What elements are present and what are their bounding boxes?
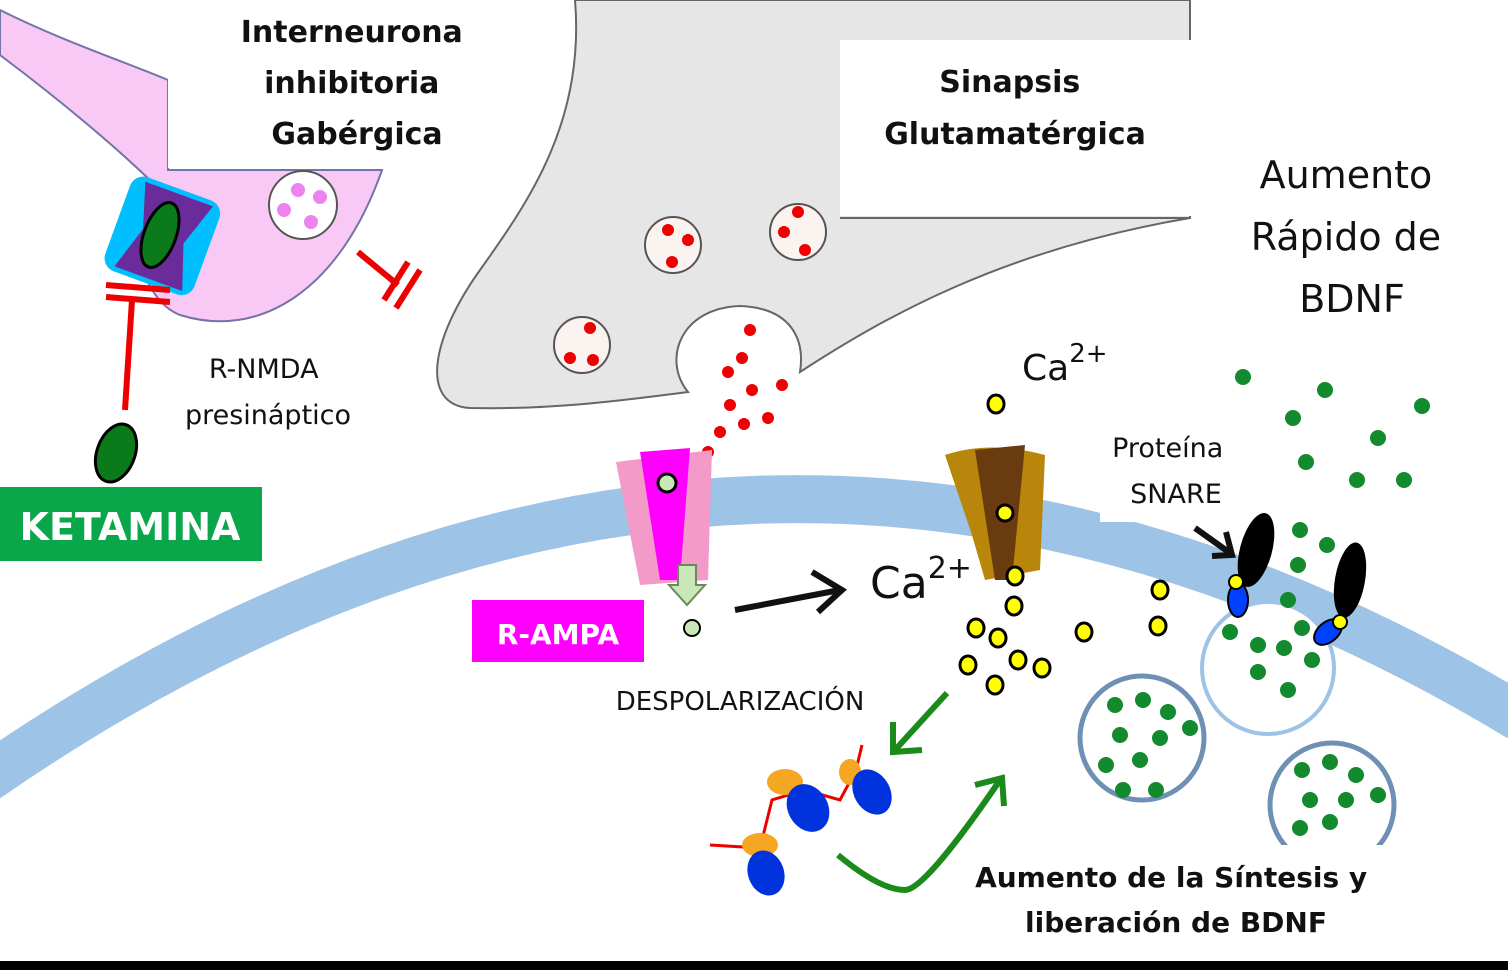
interneuron-label-box bbox=[168, 0, 540, 168]
snare-label-box bbox=[1100, 420, 1240, 522]
nmda-receptor bbox=[104, 176, 221, 296]
calcium-channel bbox=[945, 445, 1045, 580]
gabaergic-interneuron bbox=[0, 8, 384, 323]
ketamine-molecule bbox=[93, 422, 139, 484]
green-arrows bbox=[836, 690, 1007, 894]
bdnf-rapid-label: Aumento Rápido de BDNF bbox=[1251, 153, 1454, 321]
calcium-label-mid: Ca2+ bbox=[870, 551, 972, 609]
nmda-label: R-NMDA presináptico bbox=[185, 354, 351, 431]
depolarization-label: DESPOLARIZACIÓN bbox=[616, 685, 865, 717]
ketamina-label-box bbox=[0, 487, 262, 561]
glutamate-vesicles bbox=[553, 203, 827, 374]
ampa-label: R-AMPA bbox=[497, 618, 620, 651]
ampa-label-box bbox=[472, 600, 644, 662]
snare-label: Proteína SNARE bbox=[1112, 433, 1232, 510]
bottom-border bbox=[0, 961, 1508, 970]
synthesis-label: Aumento de la Síntesis y liberación de B… bbox=[975, 861, 1377, 939]
glutamate-release bbox=[702, 324, 788, 458]
synapse-label-box bbox=[840, 40, 1200, 216]
bdnf-vesicles bbox=[1077, 369, 1430, 875]
gaba-vesicle bbox=[268, 170, 338, 240]
interneuron-label: Interneurona inhibitoria Gabérgica bbox=[241, 15, 474, 152]
postsynaptic-membrane bbox=[0, 475, 1508, 799]
calcium-label-top: Ca2+ bbox=[1022, 339, 1108, 389]
depolarization-arrow bbox=[734, 569, 847, 615]
calcium-ions bbox=[958, 393, 1170, 696]
snare-proteins bbox=[1227, 513, 1367, 646]
inhibition-symbols bbox=[105, 249, 423, 411]
snare-arrow bbox=[1193, 525, 1236, 559]
ketamina-label: KETAMINA bbox=[20, 505, 242, 549]
synapse-label: Sinapsis Glutamatérgica bbox=[884, 65, 1146, 152]
ribosome-mrna-complex bbox=[709, 744, 892, 896]
ampa-receptor bbox=[616, 448, 712, 637]
